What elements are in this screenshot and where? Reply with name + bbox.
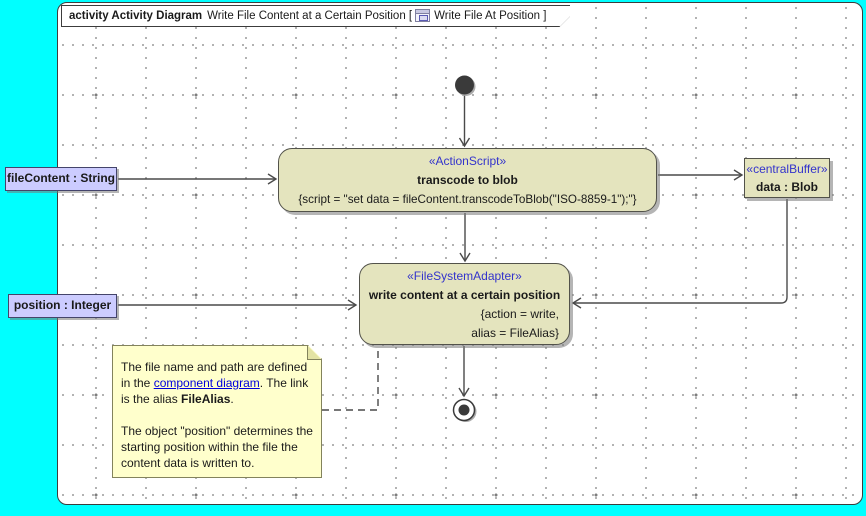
transcode-name: transcode to blob xyxy=(417,173,518,187)
activity-diagram-icon xyxy=(415,9,430,22)
frame-diagram-ref: Write File At Position ] xyxy=(434,9,547,22)
write-name: write content at a certain position xyxy=(368,288,561,302)
write-stereotype: «FileSystemAdapter» xyxy=(407,269,522,283)
component-diagram-link[interactable]: component diagram xyxy=(153,376,260,390)
buffer-name: data : Blob xyxy=(756,180,818,194)
transcode-tagged-values: {script = "set data = fileContent.transc… xyxy=(298,193,637,206)
write-tagged-values-1: {action = write, xyxy=(480,307,559,321)
frame-diagram-name: Write File Content at a Certain Position… xyxy=(207,9,413,22)
action-write-content[interactable]: «FileSystemAdapter» write content at a c… xyxy=(359,263,570,345)
pin-filecontent-label: fileContent : String xyxy=(7,171,115,185)
transcode-stereotype: «ActionScript» xyxy=(428,154,507,168)
central-buffer-data-blob[interactable]: «centralBuffer» data : Blob xyxy=(744,158,830,198)
buffer-stereotype: «centralBuffer» xyxy=(746,162,828,176)
frame-keyword: activity Activity Diagram xyxy=(69,9,203,22)
note-paragraph-2: The object "position" determines the sta… xyxy=(121,424,313,470)
frame-title: activity Activity Diagram Write File Con… xyxy=(61,5,570,27)
note-paragraph-1: The file name and path are defined in th… xyxy=(121,360,309,406)
pin-filecontent-string[interactable]: fileContent : String xyxy=(5,167,117,191)
action-transcode-to-blob[interactable]: «ActionScript» transcode to blob {script… xyxy=(278,148,657,212)
note[interactable]: The file name and path are defined in th… xyxy=(112,345,322,478)
pin-position-label: position : Integer xyxy=(13,298,112,312)
write-tagged-values-2: alias = FileAlias} xyxy=(471,326,559,340)
pin-position-integer[interactable]: position : Integer xyxy=(8,294,117,318)
note-filealias-bold: FileAlias xyxy=(181,392,231,406)
